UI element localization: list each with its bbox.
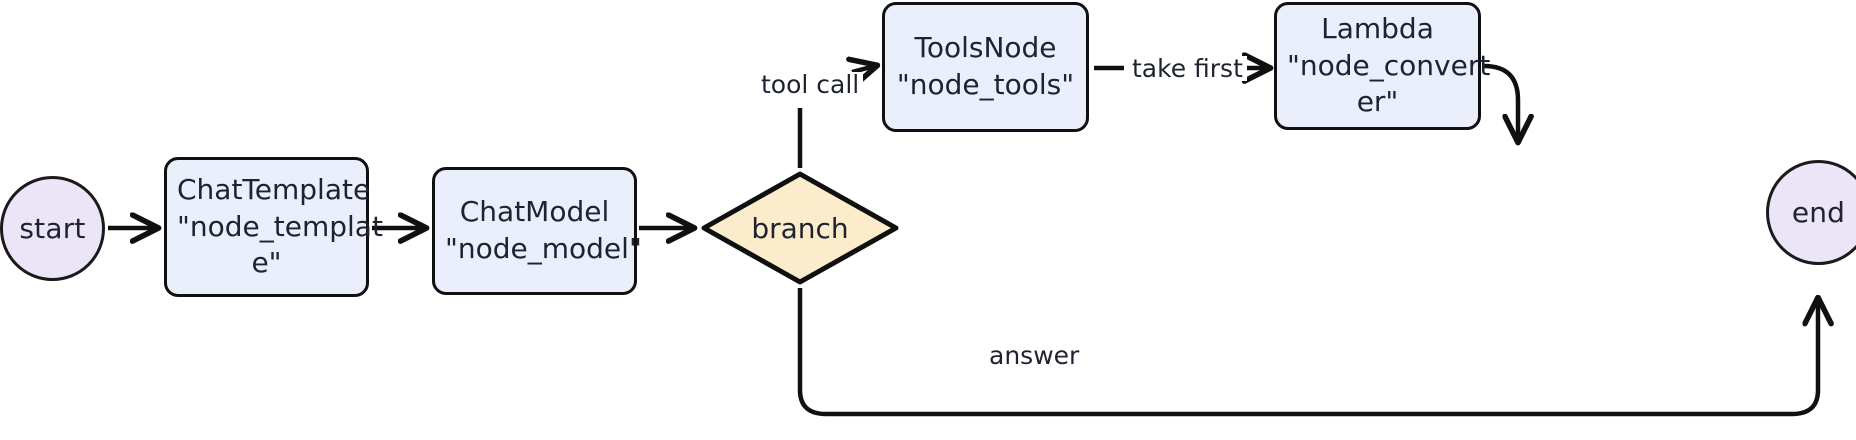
- node-branch-label: branch: [751, 211, 849, 245]
- node-chat-template[interactable]: ChatTemplate "node_templat e": [164, 157, 383, 297]
- node-chat-model[interactable]: ChatModel "node_model": [432, 167, 642, 295]
- node-start[interactable]: start: [0, 176, 105, 281]
- node-tools-label: ToolsNode "node_tools": [896, 31, 1075, 101]
- node-end-label: end: [1791, 196, 1846, 229]
- edge-label-answer: answer: [985, 343, 1084, 368]
- edge-branch-to-end-answer: [797, 288, 1818, 417]
- node-branch[interactable]: branch: [700, 170, 900, 286]
- node-converter[interactable]: Lambda "node_convert er": [1274, 2, 1491, 130]
- node-end[interactable]: end: [1766, 160, 1856, 265]
- branch-diamond-shape: [701, 171, 899, 285]
- edge-label-take-first: take first: [1128, 56, 1247, 81]
- node-start-label: start: [19, 212, 86, 245]
- edge-label-tool-call: tool call: [757, 72, 864, 97]
- node-chat-template-label: ChatTemplate "node_templat e": [177, 172, 383, 280]
- node-chat-model-label: ChatModel "node_model": [445, 195, 642, 265]
- node-converter-label: Lambda "node_convert er": [1287, 11, 1491, 119]
- node-tools[interactable]: ToolsNode "node_tools": [882, 2, 1089, 132]
